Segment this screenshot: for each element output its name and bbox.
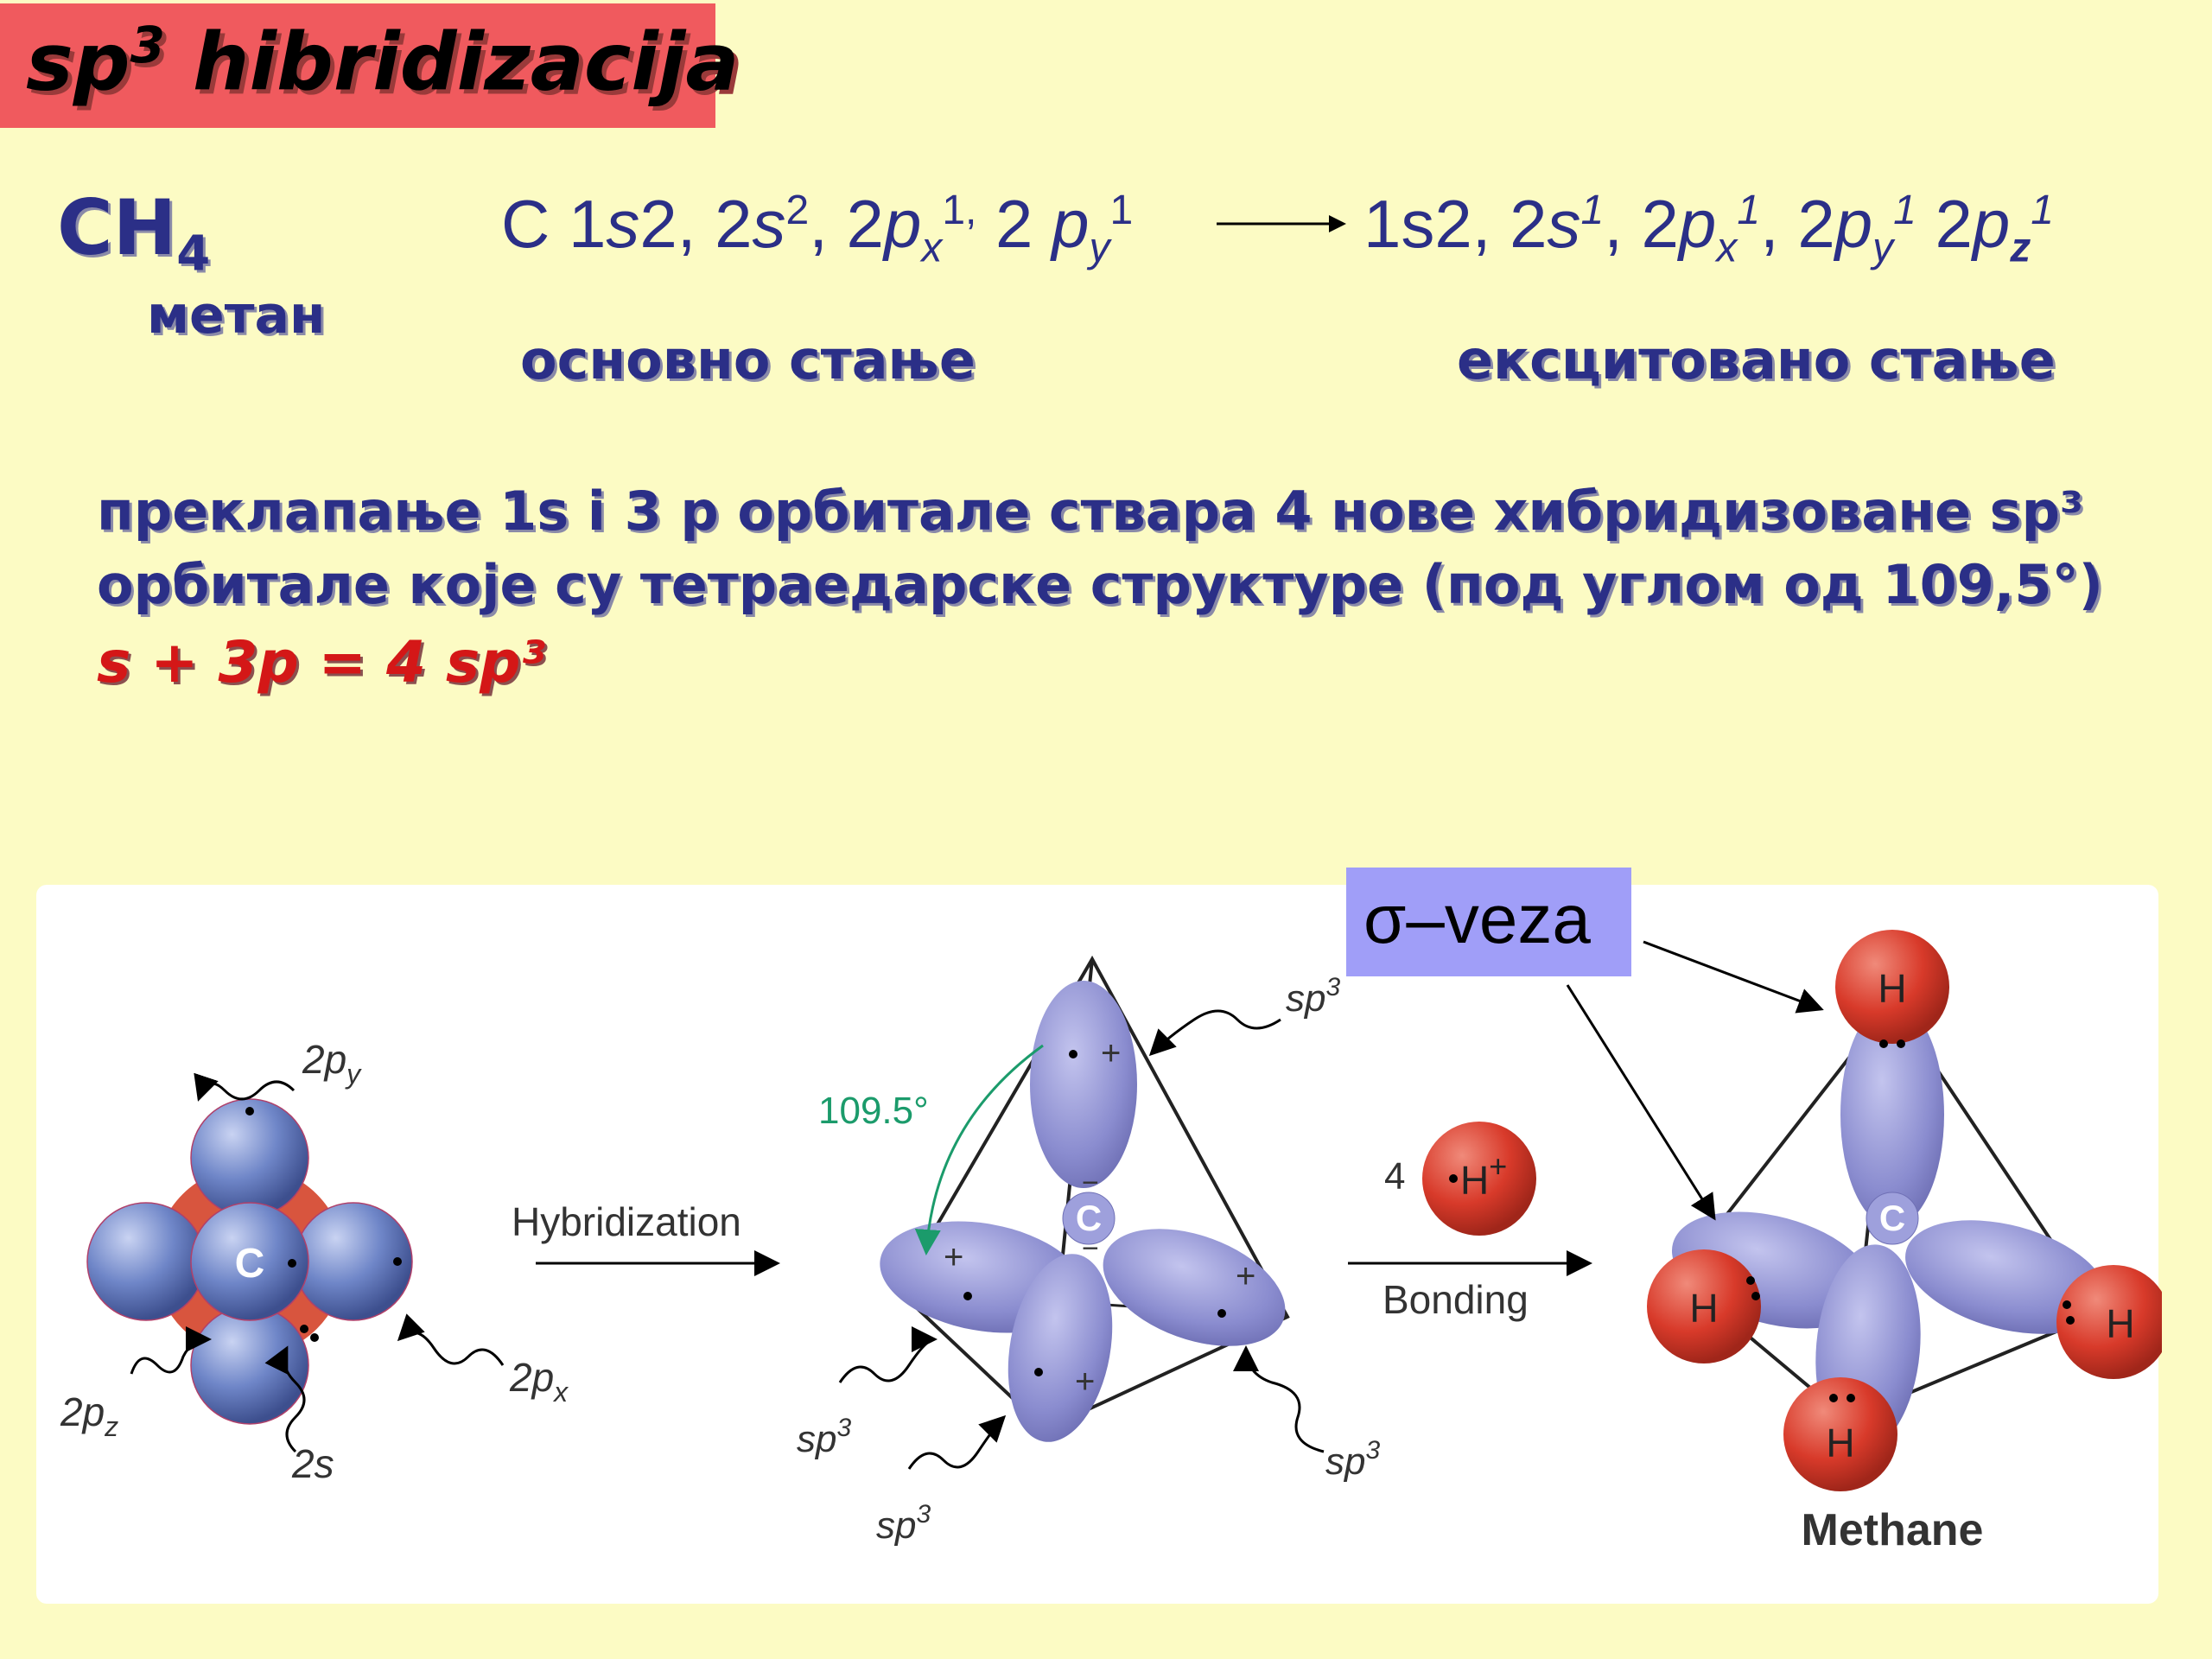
h-ion-label: H+ — [1460, 1148, 1507, 1203]
sigma-arrow-top — [1643, 940, 1824, 1014]
hydrogen-left — [1647, 1249, 1761, 1363]
hybrid-carbon-label: C — [1076, 1198, 1102, 1238]
hydrogen-bottom — [1783, 1377, 1897, 1491]
methane-label: Methane — [1802, 1505, 1984, 1555]
svg-text:+: + — [1101, 1034, 1121, 1072]
bonding-label: Bonding — [1382, 1277, 1529, 1322]
hybrid-formula: s + 3p = 4 sp³ — [97, 629, 546, 696]
sp3-label-top: sp3 — [1286, 973, 1340, 1020]
2s-label: 2s — [291, 1441, 334, 1486]
title-box — [0, 3, 715, 128]
svg-text:H: H — [1689, 1286, 1718, 1331]
sigma-arrow-left — [1566, 984, 1716, 1221]
svg-text:H: H — [2106, 1301, 2134, 1346]
svg-text:H: H — [1826, 1421, 1854, 1465]
config-arrow — [1217, 215, 1346, 232]
ground-state-label: основно стање — [520, 328, 976, 391]
carbon-label: C — [235, 1241, 265, 1287]
sigma-bond-label: σ–veza — [1363, 880, 1591, 957]
2pz-label: 2pz — [60, 1389, 118, 1442]
description-line-2: орбитале које су тетраедарске структуре … — [97, 553, 2103, 616]
ground-state-config: C 1s2, 2s2, 2px1, 2 py1 — [501, 186, 1134, 271]
sp3-label-left: sp3 — [797, 1414, 851, 1460]
carbon-atom-orbitals: C — [86, 1098, 413, 1425]
molecule-name: метан — [147, 285, 326, 346]
hybridization-diagram: C 2py 2px 2pz 2s Hybridization C + + + +… — [60, 930, 2162, 1555]
hydrogen-right — [2056, 1265, 2162, 1379]
excited-state-config: 1s2, 2s1, 2px1, 2py1 2pz1 — [1363, 186, 2054, 271]
sp3-label-bottom: sp3 — [876, 1500, 931, 1547]
methane-molecule: C H H H H — [1647, 930, 2162, 1491]
sp3-tetrahedron: C + + + + − − — [880, 955, 1290, 1442]
svg-text:−: − — [1082, 1166, 1099, 1199]
svg-text:H: H — [1878, 966, 1906, 1011]
slide-title: sp3 hibridizacija — [26, 16, 740, 109]
sp3-label-right: sp3 — [1325, 1436, 1380, 1483]
sp3-lobe-top — [1030, 981, 1137, 1188]
molecule-formula: CH4 — [57, 183, 211, 283]
methane-carbon-label: C — [1879, 1198, 1905, 1238]
svg-text:+: + — [1236, 1257, 1255, 1295]
hydrogen-ion — [1422, 1122, 1536, 1236]
description-line-1: преклапање 1s i 3 p орбитале ствара 4 но… — [97, 480, 2084, 543]
hydrogen-top — [1835, 930, 1949, 1044]
excited-state-label: ексцитовано стање — [1457, 328, 2056, 391]
2py-lobe-lower — [190, 1306, 309, 1425]
2px-label: 2px — [509, 1355, 569, 1408]
2py-label: 2py — [302, 1037, 362, 1090]
angle-label: 109.5° — [818, 1090, 929, 1132]
2px-lobe-left — [86, 1202, 206, 1321]
2pz-lobe — [190, 1202, 309, 1321]
sp3-lobe-right — [1103, 1229, 1286, 1346]
h-count: 4 — [1384, 1155, 1405, 1198]
angle-arc — [914, 1044, 1044, 1255]
sigma-bond-box — [1346, 868, 1631, 976]
svg-text:+: + — [944, 1238, 963, 1276]
sp3-lobe-bottom — [1007, 1254, 1113, 1442]
svg-text:+: + — [1075, 1363, 1095, 1401]
hybridization-label: Hybridization — [512, 1199, 741, 1244]
2py-lobe — [190, 1098, 309, 1217]
svg-text:−: − — [1082, 1232, 1099, 1265]
